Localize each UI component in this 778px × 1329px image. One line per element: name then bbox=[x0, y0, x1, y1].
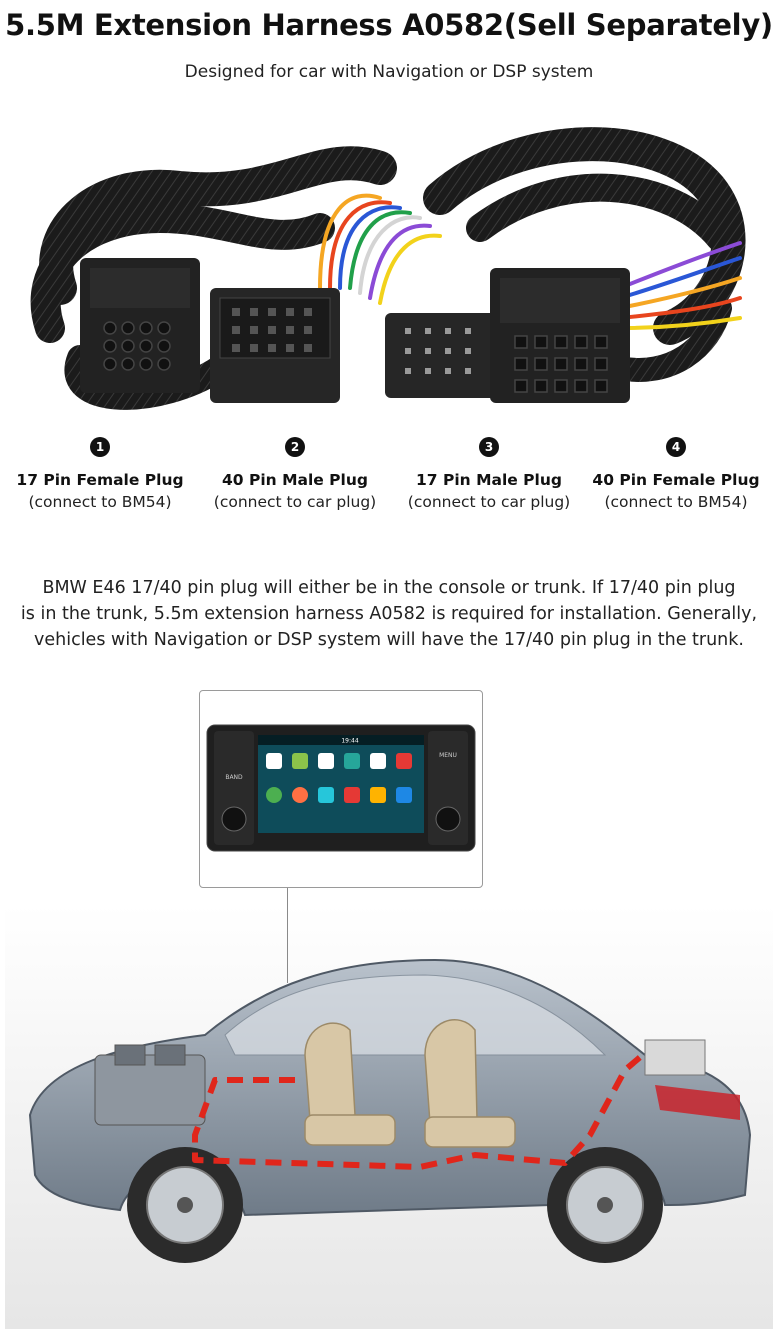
engine-bay bbox=[94, 1044, 206, 1126]
plug-name: 17 Pin Male Plug bbox=[416, 471, 562, 489]
tune-knob bbox=[435, 806, 461, 832]
plug-note: (connect to car plug) bbox=[213, 493, 377, 511]
touchscreen bbox=[258, 735, 424, 833]
plug-item-2: 2 40 Pin Male Plug (connect to car plug) bbox=[195, 436, 395, 511]
page-title: 5.5M Extension Harness A0582(Sell Separa… bbox=[5, 8, 773, 42]
head-unit-callout: BAND MENU 19:44 bbox=[199, 690, 483, 888]
screen-clock: 19:44 bbox=[341, 738, 358, 745]
description-line: BMW E46 17/40 pin plug will either be in… bbox=[42, 578, 736, 598]
plug-name: 17 Pin Female Plug bbox=[16, 471, 184, 489]
head-unit-button-label: BAND bbox=[225, 774, 243, 781]
plug-40-pin-male bbox=[210, 288, 340, 403]
callout-leader-line bbox=[287, 888, 288, 983]
front-wheel bbox=[127, 1147, 243, 1263]
harness-route-dashed-line bbox=[192, 1050, 647, 1170]
trunk-battery bbox=[644, 1039, 706, 1076]
head-unit-illustration: BAND MENU 19:44 bbox=[206, 724, 476, 852]
installation-description: BMW E46 17/40 pin plug will either be in… bbox=[10, 575, 768, 653]
plug-name: 40 Pin Male Plug bbox=[222, 471, 368, 489]
plug-name: 40 Pin Female Plug bbox=[592, 471, 760, 489]
plug-legend: 1 17 Pin Female Plug (connect to BM54) 2… bbox=[0, 436, 778, 536]
plug-item-1: 1 17 Pin Female Plug (connect to BM54) bbox=[0, 436, 200, 511]
plug-40-pin-female bbox=[490, 268, 630, 403]
car-cutaway-illustration bbox=[5, 905, 773, 1329]
rear-wheel bbox=[547, 1147, 663, 1263]
plug-17-pin-male bbox=[385, 313, 500, 398]
car-interior bbox=[304, 1019, 516, 1148]
app-icon-grid bbox=[266, 753, 412, 803]
plug-note: (connect to BM54) bbox=[604, 493, 748, 511]
harness-illustration bbox=[30, 127, 746, 410]
braided-sleeve bbox=[30, 127, 746, 410]
head-unit-button-label: MENU bbox=[439, 752, 457, 759]
plug-number-badge: 1 bbox=[90, 437, 110, 457]
description-line: is in the trunk, 5.5m extension harness … bbox=[20, 604, 758, 624]
plug-number-badge: 4 bbox=[666, 437, 686, 457]
colored-wires bbox=[318, 193, 742, 330]
plug-item-3: 3 17 Pin Male Plug (connect to car plug) bbox=[389, 436, 589, 511]
plug-17-pin-female bbox=[80, 258, 200, 393]
description-line: vehicles with Navigation or DSP system w… bbox=[34, 630, 744, 650]
plug-number-badge: 3 bbox=[479, 437, 499, 457]
plug-note: (connect to car plug) bbox=[407, 493, 571, 511]
plug-number-badge: 2 bbox=[285, 437, 305, 457]
volume-knob bbox=[221, 806, 247, 832]
plug-note: (connect to BM54) bbox=[28, 493, 172, 511]
taillight bbox=[655, 1085, 740, 1120]
plug-item-4: 4 40 Pin Female Plug (connect to BM54) bbox=[576, 436, 776, 511]
page-subtitle: Designed for car with Navigation or DSP … bbox=[184, 62, 594, 82]
